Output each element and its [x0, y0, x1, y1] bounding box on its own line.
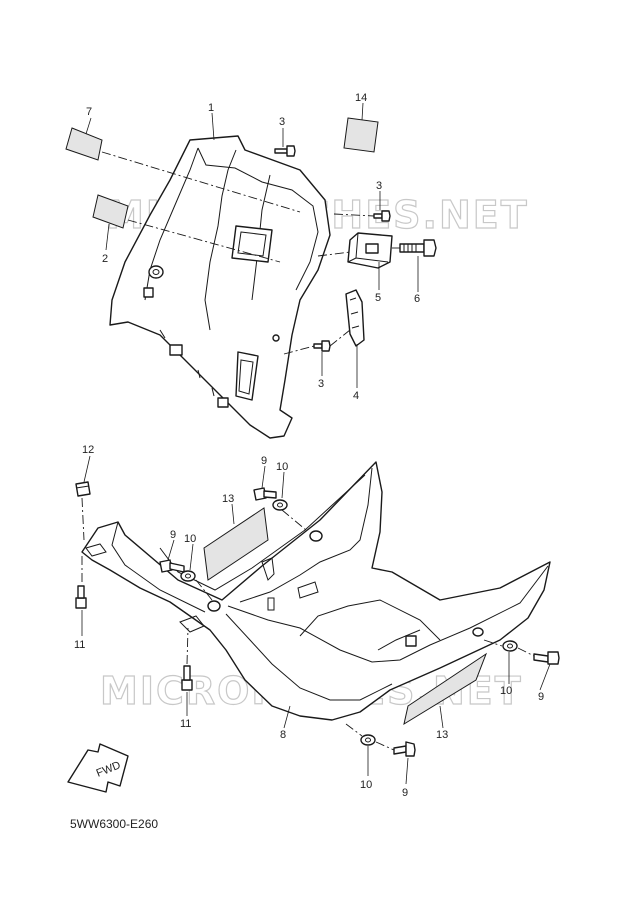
callout-4: 4 [353, 390, 359, 402]
callout-9-left: 9 [170, 529, 176, 541]
callout-9-upper: 9 [261, 455, 267, 467]
callout-1: 1 [208, 102, 214, 114]
bracket-part-5[interactable] [347, 232, 393, 269]
diagram-code: 5WW6300-E260 [70, 817, 158, 831]
callout-5: 5 [375, 292, 381, 304]
bolt-part-9-bottom[interactable] [393, 741, 416, 757]
callout-13-lower: 13 [436, 729, 448, 741]
pad-part-2[interactable] [92, 194, 129, 229]
callout-14: 14 [355, 92, 367, 104]
bracket-part-4[interactable] [345, 289, 365, 347]
callout-8: 8 [280, 729, 286, 741]
washer-part-10-right[interactable] [502, 640, 518, 652]
callout-10-upper: 10 [276, 461, 288, 473]
label-part-13-upper[interactable] [203, 507, 269, 581]
screw-part-3-upper[interactable] [274, 145, 296, 157]
clip-nut-part-12[interactable] [75, 481, 91, 497]
callout-3-lower: 3 [318, 378, 324, 390]
callout-3-upper: 3 [279, 116, 285, 128]
washer-part-10-left[interactable] [180, 570, 196, 582]
label-part-14[interactable] [343, 117, 379, 153]
callout-10-left: 10 [184, 533, 196, 545]
callout-11-bottom: 11 [180, 718, 191, 730]
screw-part-11-left[interactable] [75, 585, 87, 609]
callout-9-bottom: 9 [402, 787, 408, 799]
callout-7: 7 [86, 106, 92, 118]
callout-10-right: 10 [500, 685, 512, 697]
screw-part-3-middle[interactable] [373, 210, 391, 222]
screw-part-3-lower[interactable] [313, 340, 331, 352]
screw-part-11-bottom[interactable] [181, 665, 193, 691]
callout-9-right: 9 [538, 691, 544, 703]
under-cover-part-8[interactable] [81, 461, 551, 721]
bolt-part-9-upper[interactable] [253, 487, 277, 501]
callout-6: 6 [414, 293, 420, 305]
forward-arrow-icon: FWD [67, 743, 129, 793]
bolt-part-9-left[interactable] [159, 559, 185, 573]
callout-2: 2 [102, 253, 108, 265]
pad-part-7[interactable] [65, 127, 103, 161]
leg-shield-part-1[interactable] [109, 135, 331, 439]
callout-12: 12 [82, 444, 94, 456]
bolt-part-9-right[interactable] [533, 651, 560, 665]
washer-part-10-upper[interactable] [272, 499, 288, 511]
callout-13-upper: 13 [222, 493, 234, 505]
callout-3-middle: 3 [376, 180, 382, 192]
label-part-13-lower[interactable] [403, 652, 488, 726]
screw-part-6[interactable] [399, 239, 437, 257]
callout-10-bottom: 10 [360, 779, 372, 791]
callout-11-left: 11 [74, 639, 85, 651]
washer-part-10-bottom[interactable] [360, 734, 376, 746]
